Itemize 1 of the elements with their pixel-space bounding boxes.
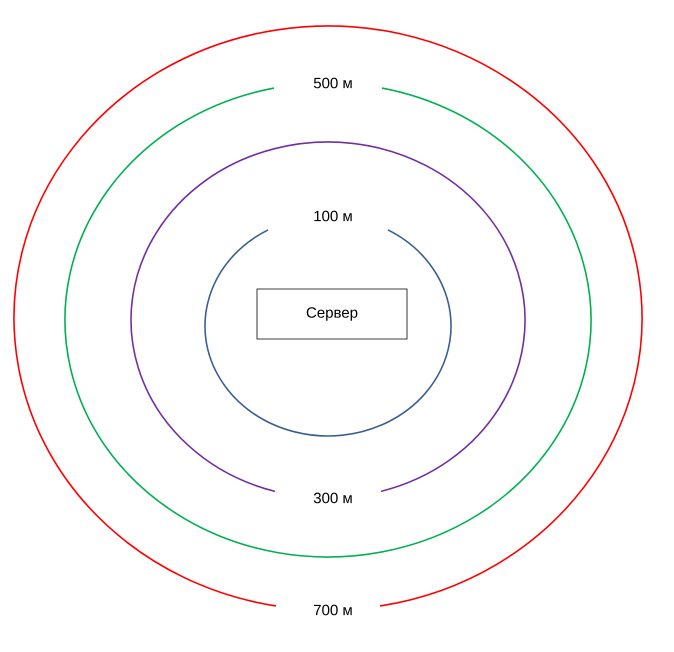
server-box: Сервер bbox=[256, 288, 408, 340]
